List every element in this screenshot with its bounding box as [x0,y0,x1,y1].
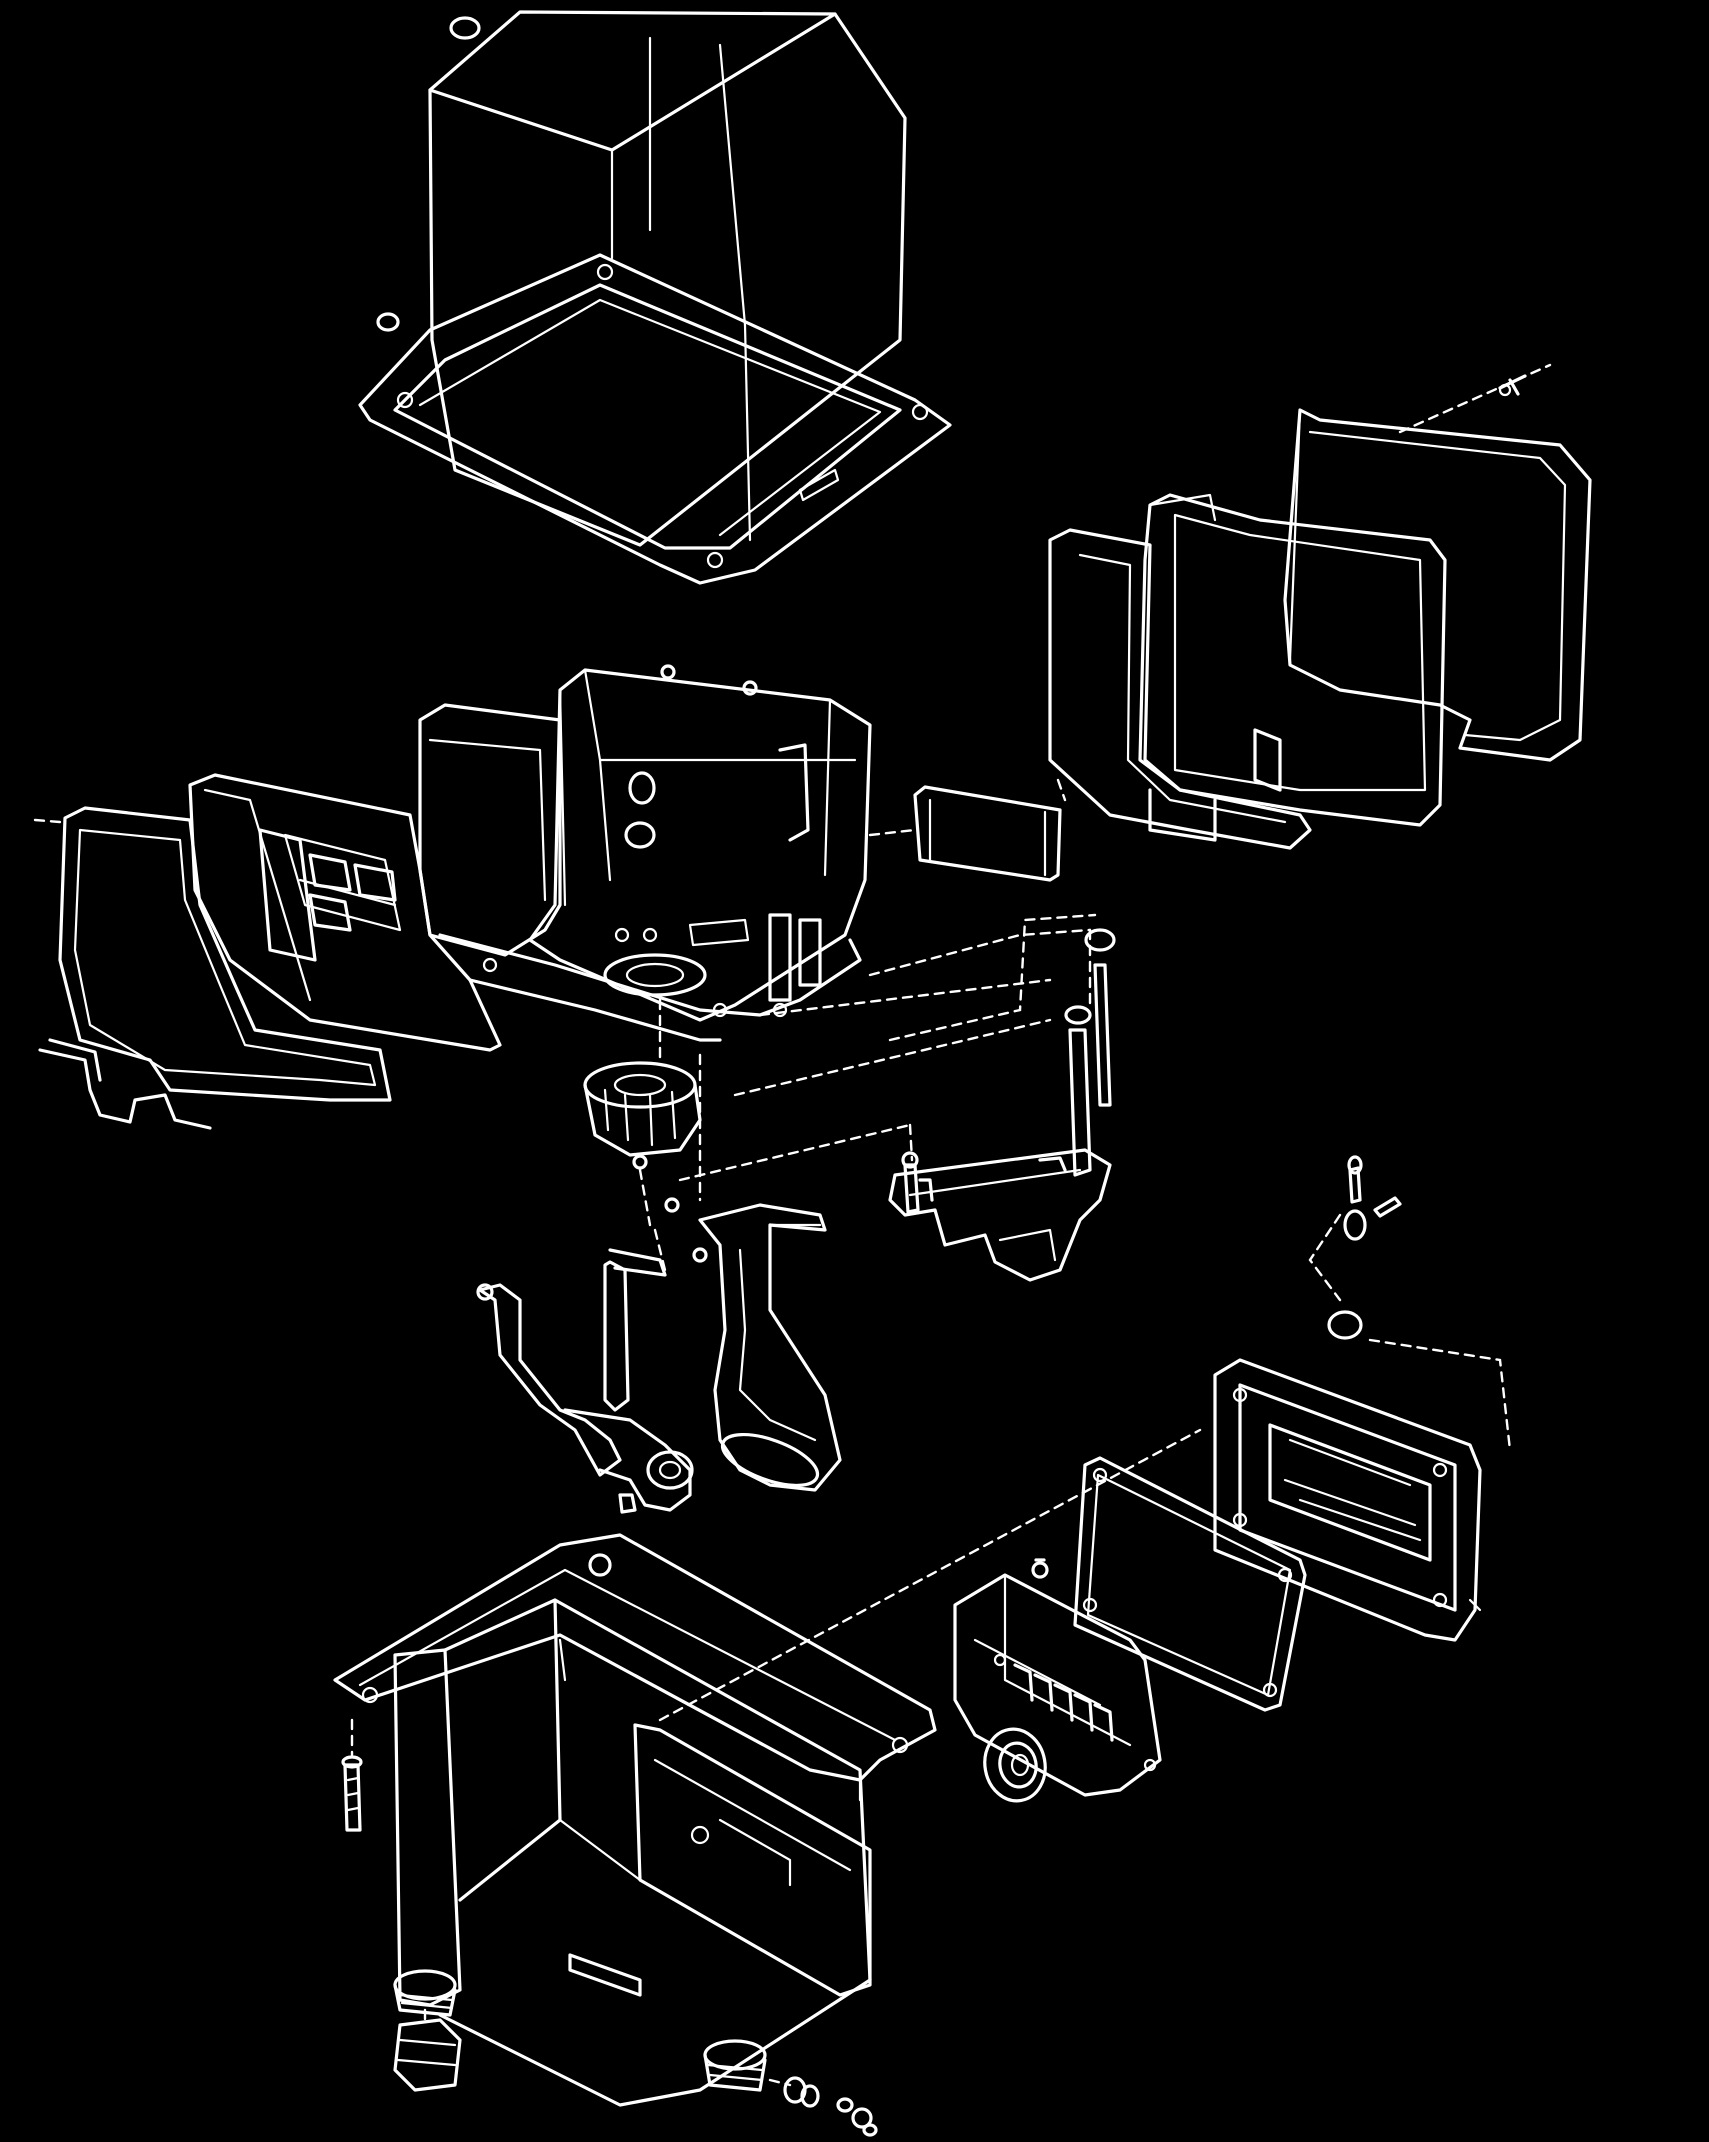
assembly-guide-lines [653,913,1097,1272]
pin-and-washer [1308,1155,1512,1452]
bottom-housing [333,1428,1202,2107]
rod-bracket [888,928,1116,1282]
chute-tube [698,1203,842,1492]
terminal-cover-frame [1213,1358,1482,1642]
lever-arm [476,1247,708,1514]
left-motor-cover [33,773,502,1130]
plug-and-washers [768,2076,878,2137]
top-cover-housing [358,10,952,585]
bottom-nut [393,2008,462,2092]
right-frame-assembly [1048,363,1592,850]
cable-seal [983,1727,1047,1803]
terminal-block [953,1558,1162,1797]
connector-plate [868,778,1067,882]
gasket-plate [1073,1456,1307,1712]
mounting-screw [341,1718,363,1832]
gearbox-body [418,664,872,1042]
